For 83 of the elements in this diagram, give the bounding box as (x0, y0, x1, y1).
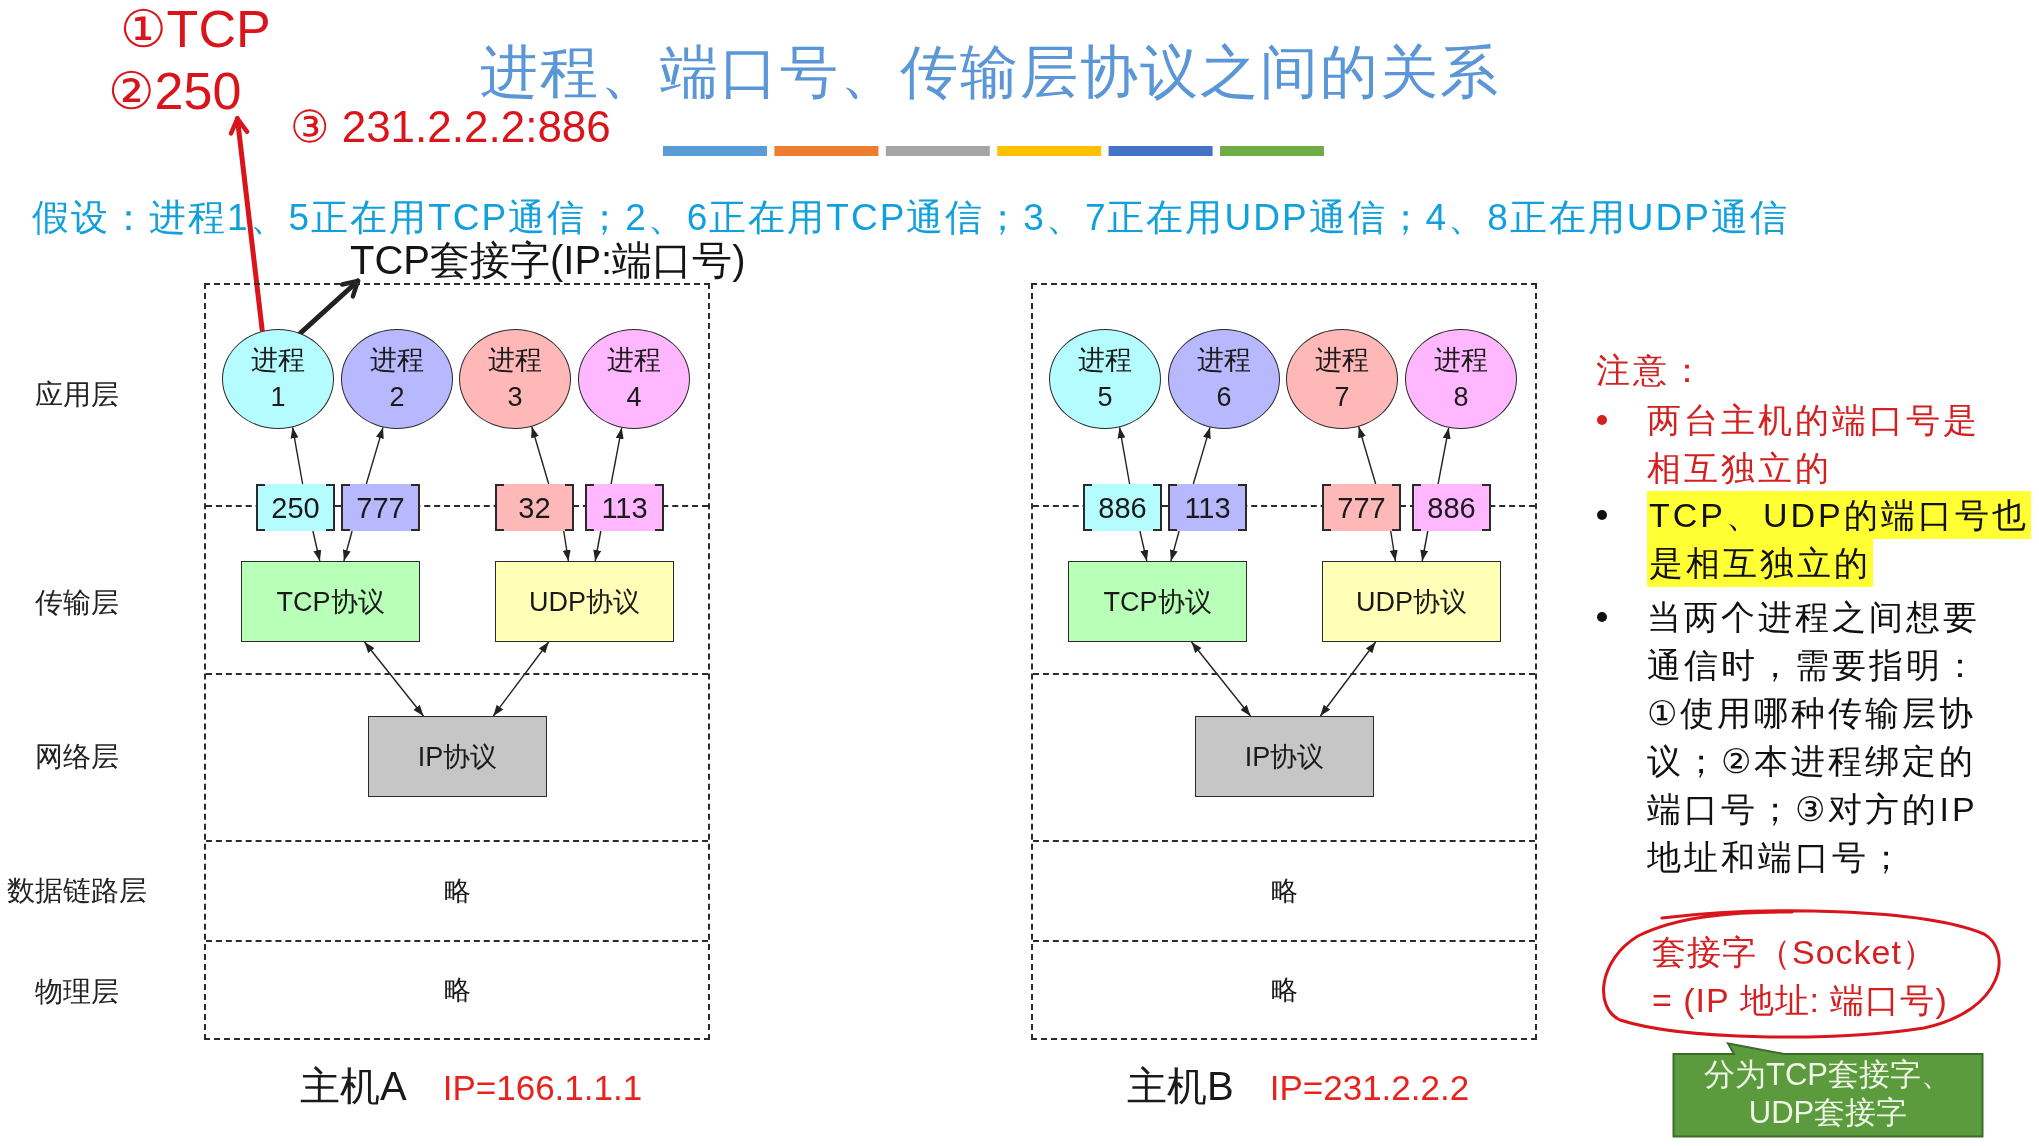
arrow (1358, 426, 1377, 485)
protocol-label: TCP协议 (1103, 585, 1212, 619)
protocol-box (1195, 716, 1374, 797)
socket-formula: 套接字（Socket） (1652, 932, 1937, 973)
layer-label: 物理层 (35, 975, 119, 1009)
process-label: 进程7 (1314, 344, 1370, 414)
ip-address: IP=166.1.1.1 (442, 1067, 643, 1109)
note-text: 两台主机的端口号是相互独立的 (1647, 400, 1981, 489)
port-box (1412, 484, 1491, 531)
protocol-label: IP协议 (1244, 740, 1325, 774)
process-label: 进程2 (369, 344, 425, 414)
ip-address: IP=231.2.2.2 (1269, 1067, 1470, 1109)
process-label: 进程8 (1433, 344, 1489, 414)
process-label: 进程3 (487, 344, 543, 414)
protocol-label: IP协议 (417, 740, 498, 774)
port-box (256, 484, 335, 531)
process-label: 进程4 (606, 344, 662, 414)
port-box (1168, 484, 1247, 531)
handwritten-note: ②250 (108, 64, 242, 119)
process-label: 进程5 (1077, 344, 1133, 414)
arrow (1139, 530, 1149, 562)
process-label: 进程1 (250, 344, 306, 414)
arrow (312, 530, 322, 562)
speech-callout (1672, 1042, 1984, 1138)
double-arrow (1190, 641, 1252, 717)
omitted-label: 略 (443, 875, 471, 908)
port-number: 777 (356, 490, 405, 525)
layer-label: 传输层 (35, 586, 119, 620)
handwritten-note: ①TCP (120, 2, 271, 57)
arrow (531, 426, 550, 485)
protocol-box (495, 561, 674, 642)
handwritten-note: ③ 231.2.2.2:886 (290, 104, 611, 151)
port-box (585, 484, 664, 531)
handwritten-note: TCP套接字(IP:端口号) (350, 239, 746, 281)
arrow (1437, 427, 1451, 485)
arrow (1169, 530, 1180, 562)
port-box (1322, 484, 1401, 531)
layer-label: 应用层 (35, 378, 119, 412)
omitted-label: 略 (1270, 974, 1298, 1007)
arrow (1389, 530, 1398, 562)
note-heading: 注意： (1596, 350, 1707, 391)
protocol-box (1322, 561, 1501, 642)
omitted-label: 略 (1270, 875, 1298, 908)
protocol-box (1068, 561, 1247, 642)
arrow (610, 427, 624, 485)
arrow (593, 530, 602, 562)
protocol-label: UDP协议 (529, 585, 640, 619)
title: 进程、端口号、传输层协议之间的关系 (480, 40, 1500, 104)
arrow (342, 530, 353, 562)
callout-text: 分为TCP套接字、UDP套接字 (1703, 1056, 1953, 1132)
arrow (290, 426, 304, 485)
double-arrow (492, 641, 550, 717)
handwritten-arrow (297, 278, 361, 336)
port-number: 886 (1098, 490, 1147, 525)
note-text: 当两个进程之间想要通信时，需要指明：①使用哪种传输层协议；②本进程绑定的端口号；③对方的IP地址和端口号； (1647, 597, 1981, 878)
protocol-box (241, 561, 420, 642)
port-box (341, 484, 420, 531)
host-name: 主机A (300, 1063, 407, 1110)
double-arrow (1319, 641, 1377, 717)
arrow (562, 530, 571, 562)
arrow (1192, 426, 1211, 485)
process-label: 进程6 (1196, 344, 1252, 414)
arrow (365, 426, 384, 485)
protocol-box (368, 716, 547, 797)
port-number: 113 (1184, 490, 1231, 525)
arrow (1117, 426, 1131, 485)
port-number: 32 (518, 490, 551, 525)
arrow (1420, 530, 1429, 562)
port-box (495, 484, 574, 531)
port-number: 886 (1427, 490, 1476, 525)
assumption-text: 假设：进程1、5正在用TCP通信；2、6正在用TCP通信；3、7正在用UDP通信；4、8正在用UDP通信 (32, 197, 1789, 238)
double-arrow (363, 641, 425, 717)
port-box (1083, 484, 1162, 531)
port-number: 250 (271, 490, 320, 525)
socket-formula: = (IP 地址: 端口号) (1652, 980, 1948, 1021)
layer-label: 数据链路层 (7, 874, 147, 908)
host-name: 主机B (1127, 1063, 1234, 1110)
port-number: 113 (601, 490, 648, 525)
port-number: 777 (1337, 490, 1386, 525)
protocol-label: TCP协议 (276, 585, 385, 619)
protocol-label: UDP协议 (1356, 585, 1467, 619)
omitted-label: 略 (443, 974, 471, 1007)
layer-label: 网络层 (35, 740, 119, 774)
